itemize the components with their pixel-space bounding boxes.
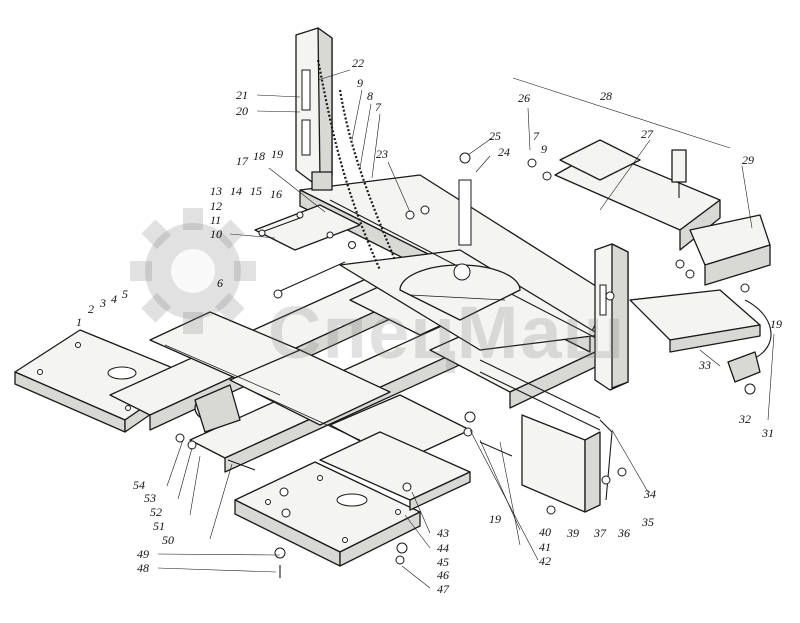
- callout-34: 34: [644, 487, 656, 501]
- callout-6: 6: [217, 276, 223, 290]
- callout-39: 39: [567, 526, 579, 540]
- callout-35: 35: [642, 515, 654, 529]
- right-base-plate: [234, 461, 421, 567]
- callout-23: 23: [376, 147, 388, 161]
- callout-19: 19: [271, 147, 283, 161]
- callout-11: 11: [210, 213, 222, 227]
- watermark-text: СпецМаш: [268, 291, 626, 374]
- right-vertical-post: [594, 243, 629, 391]
- pulley-assembly: [175, 384, 256, 471]
- left-vertical-post: [295, 27, 397, 271]
- callout-25: 25: [489, 129, 501, 143]
- callout-19-lower: 19: [489, 512, 501, 526]
- callout-14: 14: [230, 184, 242, 198]
- callout-7-right: 7: [533, 129, 539, 143]
- callout-16: 16: [270, 187, 282, 201]
- callout-32: 32: [739, 412, 751, 426]
- callout-21: 21: [236, 88, 248, 102]
- callout-15: 15: [250, 184, 262, 198]
- callout-54: 54: [133, 478, 145, 492]
- rear-arm-assembly: [554, 139, 771, 286]
- leader-lines: [157, 69, 775, 589]
- callout-9-right: 9: [541, 142, 547, 156]
- callout-48: 48: [137, 561, 149, 575]
- callout-4: 4: [111, 292, 117, 306]
- callout-36: 36: [618, 526, 630, 540]
- callout-26: 26: [518, 91, 530, 105]
- callout-46: 46: [437, 568, 449, 582]
- callout-18: 18: [253, 149, 265, 163]
- callout-51: 51: [153, 519, 165, 533]
- callout-27: 27: [641, 127, 653, 141]
- callout-1: 1: [76, 315, 82, 329]
- gear-watermark-icon: [130, 208, 256, 334]
- lower-support-plate: [319, 431, 471, 511]
- callout-3: 3: [100, 296, 106, 310]
- callout-10: 10: [210, 227, 222, 241]
- callout-44: 44: [437, 541, 449, 555]
- callout-43: 43: [437, 526, 449, 540]
- callout-24: 24: [498, 145, 510, 159]
- callout-49: 49: [137, 547, 149, 561]
- upper-guide-beam: [299, 174, 611, 353]
- callout-7: 7: [375, 100, 381, 114]
- callout-17: 17: [236, 154, 248, 168]
- callout-33: 33: [699, 358, 711, 372]
- callout-9: 9: [357, 76, 363, 90]
- rear-mount-plate: [521, 414, 613, 513]
- callout-19-right: 19: [770, 317, 782, 331]
- callout-42: 42: [539, 554, 551, 568]
- callout-53: 53: [144, 491, 156, 505]
- callout-37: 37: [594, 526, 606, 540]
- left-lever-assembly: [254, 204, 361, 299]
- callout-29: 29: [742, 153, 754, 167]
- fasteners: [274, 152, 756, 578]
- callout-5: 5: [122, 287, 128, 301]
- callout-12: 12: [210, 199, 222, 213]
- callout-47: 47: [437, 582, 449, 596]
- callout-52: 52: [150, 505, 162, 519]
- callout-20: 20: [236, 104, 248, 118]
- callout-22: 22: [352, 56, 364, 70]
- callout-31: 31: [762, 426, 774, 440]
- callout-13: 13: [210, 184, 222, 198]
- callout-41: 41: [539, 540, 551, 554]
- right-skid-plate: [629, 289, 772, 383]
- callout-2: 2: [88, 302, 94, 316]
- callout-28: 28: [600, 89, 612, 103]
- callout-50: 50: [162, 533, 174, 547]
- callout-8: 8: [367, 89, 373, 103]
- callout-40: 40: [539, 525, 551, 539]
- callout-45: 45: [437, 555, 449, 569]
